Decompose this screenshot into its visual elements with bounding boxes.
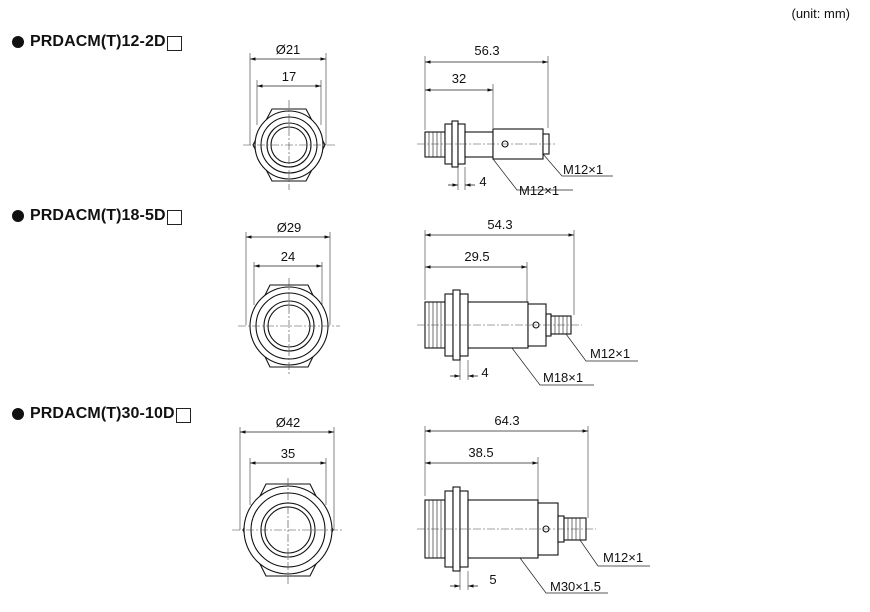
model-name: PRDACM(T)12-2D — [30, 33, 166, 50]
model-title-3: PRDACM(T)30-10D — [12, 405, 191, 423]
dim-body-length: 32 — [452, 71, 466, 86]
dim-outer-diameter: Ø42 — [276, 415, 301, 430]
front-view-3: Ø42 35 — [232, 415, 344, 584]
thread-label: M18×1 — [543, 370, 583, 385]
dim-body-length: 29.5 — [464, 249, 489, 264]
dim-body-length: 38.5 — [468, 445, 493, 460]
square-box-icon — [166, 35, 182, 51]
bullet-icon — [12, 210, 24, 222]
dim-nut-width: 4 — [479, 174, 486, 189]
side-view-1: 56.3 32 4 M12×1 M12×1 — [417, 43, 613, 198]
dim-total-length: 54.3 — [487, 217, 512, 232]
dim-inner-width: 17 — [282, 69, 296, 84]
dim-nut-width: 4 — [481, 365, 488, 380]
front-view-1: Ø21 17 — [243, 42, 336, 190]
dim-nut-width: 5 — [489, 572, 496, 587]
square-box-icon — [175, 407, 191, 423]
bullet-icon — [12, 408, 24, 420]
connector-label: M12×1 — [563, 162, 603, 177]
thread-label: M30×1.5 — [550, 579, 601, 594]
dim-inner-width: 24 — [281, 249, 295, 264]
square-box-icon — [166, 209, 182, 225]
connector-label: M12×1 — [603, 550, 643, 565]
side-view-2: 54.3 29.5 4 M18×1 M12×1 — [417, 217, 638, 386]
model-name: PRDACM(T)30-10D — [30, 405, 175, 422]
connector-label: M12×1 — [590, 346, 630, 361]
unit-label: (unit: mm) — [791, 6, 851, 21]
dim-total-length: 56.3 — [474, 43, 499, 58]
dim-total-length: 64.3 — [494, 413, 519, 428]
dim-outer-diameter: Ø21 — [276, 42, 301, 57]
thread-label: M12×1 — [519, 183, 559, 198]
side-view-3: 64.3 38.5 5 M30×1.5 M12×1 — [417, 413, 650, 594]
model-title-2: PRDACM(T)18-5D — [12, 207, 182, 225]
dim-outer-diameter: Ø29 — [277, 220, 302, 235]
dim-inner-width: 35 — [281, 446, 295, 461]
front-view-2: Ø29 24 — [238, 220, 340, 374]
bullet-icon — [12, 36, 24, 48]
model-title-1: PRDACM(T)12-2D — [12, 33, 182, 51]
model-name: PRDACM(T)18-5D — [30, 207, 166, 224]
